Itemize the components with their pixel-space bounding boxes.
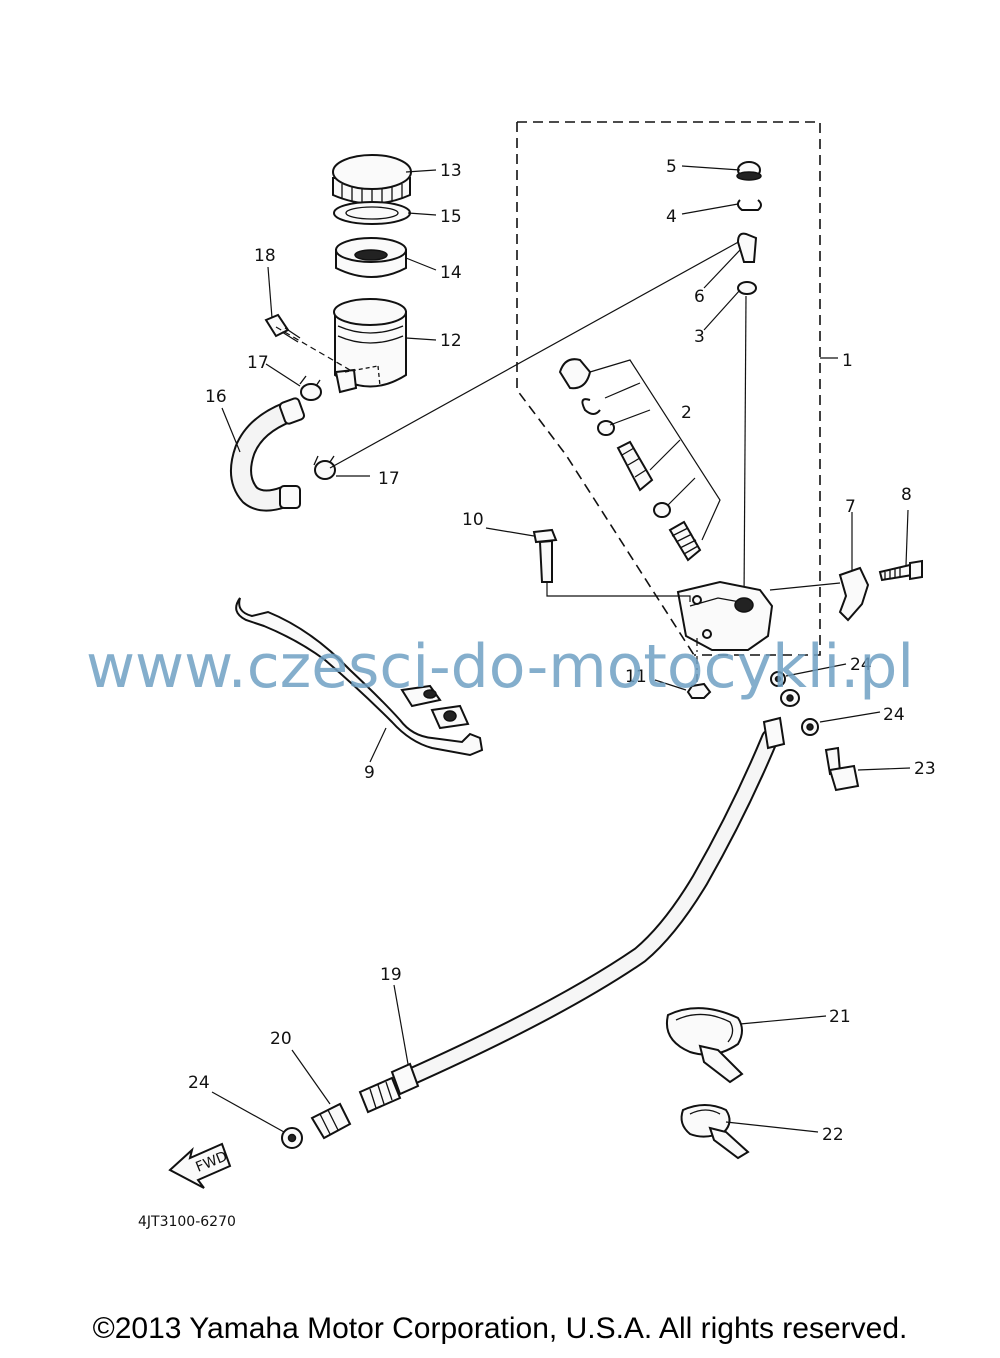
callout-5: 5	[666, 157, 677, 177]
hose-band-21[interactable]	[666, 1007, 744, 1084]
hose-clamp-lower[interactable]	[313, 455, 336, 480]
washer-24-upper[interactable]	[770, 671, 786, 687]
copyright-notice: ©2013 Yamaha Motor Corporation, U.S.A. A…	[92, 1312, 908, 1345]
diagram-code: 4JT3100-6270	[138, 1214, 236, 1230]
hose-clamp-upper[interactable]	[299, 375, 322, 401]
callout-3: 3	[694, 327, 705, 347]
pivot-bolt-10[interactable]	[532, 528, 558, 583]
hose-fitting-20[interactable]	[310, 1102, 352, 1140]
callout-23: 23	[914, 759, 936, 779]
callout-24-lower: 24	[188, 1073, 210, 1093]
callout-17-upper: 17	[247, 353, 269, 373]
callout-14: 14	[440, 263, 462, 283]
bolt-8[interactable]	[878, 559, 923, 582]
holder-7[interactable]	[838, 566, 870, 622]
nut-11[interactable]	[686, 682, 712, 699]
master-cylinder-body[interactable]	[676, 580, 774, 651]
callout-12: 12	[440, 331, 462, 351]
callout-10: 10	[462, 510, 484, 530]
clip-4[interactable]	[736, 199, 762, 211]
callout-20: 20	[270, 1029, 292, 1049]
piston-kit[interactable]	[558, 358, 702, 562]
clutch-hose[interactable]	[358, 689, 800, 1114]
callout-21: 21	[829, 1007, 851, 1027]
callout-24-upper: 24	[850, 655, 872, 675]
callout-15: 15	[440, 207, 462, 227]
callout-11: 11	[625, 667, 647, 687]
callout-7: 7	[845, 497, 856, 517]
diaphragm-plate[interactable]	[333, 201, 411, 225]
callout-8: 8	[901, 485, 912, 505]
washer-24-mid[interactable]	[801, 718, 819, 736]
joint-6[interactable]	[736, 232, 758, 263]
hose-band-22[interactable]	[680, 1104, 750, 1160]
callout-22: 22	[822, 1125, 844, 1145]
callout-18: 18	[254, 246, 276, 266]
callout-24-mid: 24	[883, 705, 905, 725]
assembly-1-boundary	[516, 121, 821, 656]
cap-5[interactable]	[736, 161, 762, 181]
callout-9: 9	[364, 763, 375, 783]
watermark-text: www.czesci-do-motocykli.pl	[85, 632, 915, 702]
callout-16: 16	[205, 387, 227, 407]
callout-4: 4	[666, 207, 677, 227]
reservoir-cap[interactable]	[332, 154, 412, 205]
reservoir-hose[interactable]	[230, 397, 306, 512]
washer-24-lower[interactable]	[281, 1127, 303, 1149]
diaphragm[interactable]	[335, 237, 407, 278]
union-bolt-23[interactable]	[824, 746, 860, 792]
reservoir-tank[interactable]	[333, 298, 407, 394]
callout-17-lower: 17	[378, 469, 400, 489]
callout-6: 6	[694, 287, 705, 307]
callout-2: 2	[681, 403, 692, 423]
fwd-arrow-icon: FWD	[168, 1142, 232, 1189]
callout-13: 13	[440, 161, 462, 181]
callout-19: 19	[380, 965, 402, 985]
callout-1: 1	[842, 351, 853, 371]
oring-3[interactable]	[737, 281, 757, 295]
clutch-lever[interactable]	[235, 597, 484, 757]
reservoir-screw[interactable]	[264, 313, 351, 371]
